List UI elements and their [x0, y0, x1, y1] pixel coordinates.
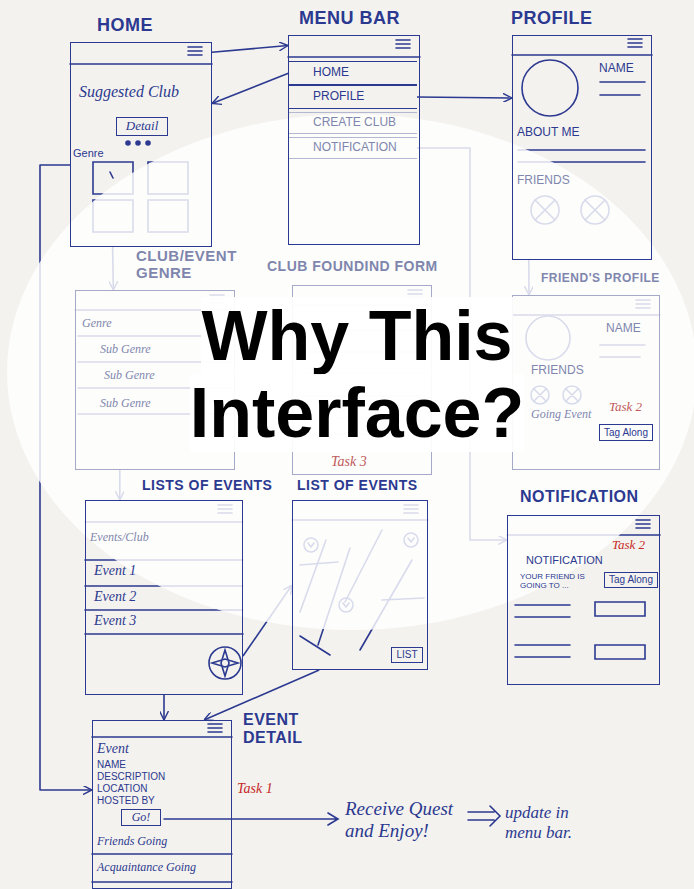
screen-frame: HOMESuggested ClubGenreDetail [70, 42, 212, 247]
sketch-text: Genre [82, 317, 112, 331]
button: Tag Along [604, 572, 658, 588]
screen-frame: MENU BARHOMEPROFILECREATE CLUBNOTIFICATI… [288, 35, 420, 245]
overlay-title: Why This Interface? [190, 297, 525, 452]
sketch-text: Event 1 [94, 563, 136, 579]
sketch-text: Suggested Club [79, 83, 179, 101]
sketch-text: Acquaintance Going [97, 861, 196, 875]
map-button [209, 647, 241, 679]
detail-lines [92, 854, 232, 882]
sketch-text: YOUR FRIEND IS GOING TO ... [520, 572, 595, 590]
screen-title: LIST OF EVENTS [297, 477, 418, 493]
sketch-text: Sub Genre [104, 369, 155, 383]
menu-item: PROFILE [289, 85, 417, 109]
note-text: update in menu bar. [505, 803, 600, 842]
screen-title: PROFILE [511, 8, 593, 29]
sketch-text: Tag Along [609, 574, 653, 586]
sketch-text: NAME [97, 759, 126, 771]
sketch-text: LOCATION [97, 783, 147, 795]
sketch-text: LIST [396, 649, 417, 661]
button: LIST [391, 647, 423, 663]
screen-title: CLUB/EVENT GENRE [136, 247, 251, 282]
screen-frame: NOTIFICATIONNOTIFICATIONTask 2YOUR FRIEN… [507, 515, 660, 685]
task-note: Task 2 [609, 400, 642, 415]
button: Detail [116, 117, 168, 136]
sketch-text: NAME [599, 62, 634, 76]
sketch-text: NAME [606, 322, 641, 336]
task-note: Task 2 [612, 538, 645, 553]
sketch-text: DESCRIPTION [97, 771, 165, 783]
avatar-circle [522, 60, 578, 116]
sketch-text: Event [97, 741, 129, 757]
task-note: Task 1 [237, 781, 273, 797]
menu-item: HOME [289, 61, 417, 85]
sketch-text: Genre [73, 147, 104, 160]
text-lines [518, 82, 645, 162]
sketch-text: NOTIFICATION [313, 141, 397, 155]
screen-frame: LISTS OF EVENTSEvents/ClubEvent 1Event 2… [85, 500, 243, 695]
sketch-text: FRIENDS [517, 174, 570, 188]
screen-frame: EVENT DETAILEventNAMEDESCRIPTIONLOCATION… [92, 720, 232, 889]
task-note: Task 3 [331, 454, 367, 470]
screen-title: NOTIFICATION [520, 488, 639, 506]
sketch-text: Detail [126, 119, 159, 134]
compass-star [212, 650, 238, 676]
sketch-text: HOME [313, 66, 349, 80]
flow-arrow [163, 695, 165, 720]
button: Go! [121, 809, 161, 826]
screen-title: FRIEND'S PROFILE [541, 272, 660, 286]
screen-title: HOME [97, 15, 153, 36]
sketch-text: Event 3 [94, 613, 136, 629]
screen-title: CLUB FOUNDIND FORM [267, 258, 438, 274]
overlay-ellipse [7, 114, 694, 630]
screen-title: LISTS OF EVENTS [142, 477, 272, 493]
overlay-title-block: Why This Interface? [107, 298, 607, 452]
sketch-text: Tag Along [604, 427, 648, 439]
sketch-text: Going Event [531, 408, 591, 422]
sketch-text: Sub Genre [100, 397, 151, 411]
sketch-text: Events/Club [90, 531, 149, 545]
menu-item: CREATE CLUB [289, 112, 417, 134]
sketch-text: HOSTED BY [97, 795, 155, 807]
sketch-text: Event 2 [94, 589, 136, 605]
sketch-text: ABOUT ME [517, 126, 579, 140]
sketch-text: CREATE CLUB [313, 116, 396, 130]
sketch-text: Go! [132, 811, 151, 825]
sketch-text: Sub Genre [100, 343, 151, 357]
screen-title: EVENT DETAIL [243, 711, 315, 748]
menu-item: NOTIFICATION [289, 137, 417, 159]
sketch-text: PROFILE [313, 90, 364, 104]
screen-frame: FRIEND'S PROFILENAMEFRIENDSGoing EventTa… [512, 295, 660, 470]
notification-rows [515, 602, 645, 659]
screen-title: MENU BAR [299, 8, 400, 29]
carousel-dots [126, 141, 150, 145]
flow-arrow [417, 97, 512, 98]
sketch-text: Friends Going [97, 835, 167, 849]
flow-arrow [212, 46, 288, 53]
flow-arrow [212, 73, 289, 104]
go-arrow [164, 813, 338, 825]
note-text: Receive Quest and Enjoy! [345, 798, 473, 842]
screen-frame: PROFILENAMEABOUT MEFRIENDS [512, 35, 652, 260]
button: Tag Along [599, 424, 653, 441]
implies-arrow [468, 806, 500, 826]
screen-frame: LIST OF EVENTSLIST [292, 500, 428, 670]
sketch-text: NOTIFICATION [526, 554, 603, 567]
sketch-text: FRIENDS [531, 364, 584, 378]
